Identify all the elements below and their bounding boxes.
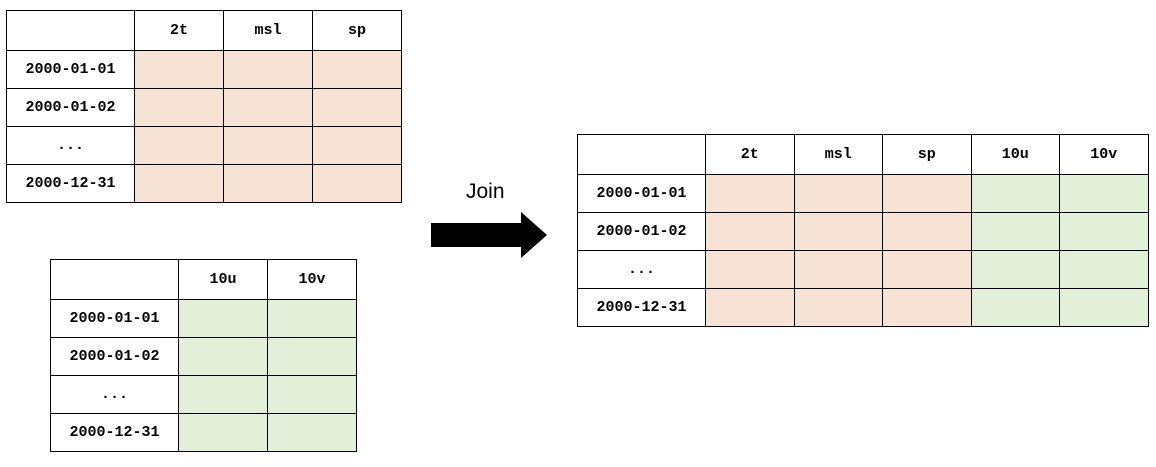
data-cell <box>178 375 268 414</box>
data-cell <box>312 126 402 165</box>
row-label-date: 2000-01-01 <box>50 299 179 338</box>
row-label-date: 2000-12-31 <box>6 164 135 203</box>
column-header-2t: 2t <box>134 10 224 51</box>
data-cell <box>134 164 224 203</box>
data-cell <box>1059 250 1149 289</box>
table-row: 2000-12-31 <box>6 164 402 203</box>
data-cell <box>705 250 795 289</box>
data-cell <box>312 164 402 203</box>
table-row: 2000-01-02 <box>577 212 1149 251</box>
data-cell <box>882 250 972 289</box>
row-label-date: 2000-01-02 <box>6 88 135 127</box>
data-cell <box>267 299 357 338</box>
data-cell <box>134 126 224 165</box>
data-cell <box>312 50 402 89</box>
column-header-sp: sp <box>312 10 402 51</box>
column-header-sp: sp <box>882 134 972 175</box>
header-corner-cell <box>577 134 706 175</box>
join-label: Join <box>466 180 505 203</box>
data-cell <box>793 212 883 251</box>
joined-table: 2t msl sp 10u 10v 2000-01-01 2000-01-02 … <box>577 134 1149 327</box>
data-cell <box>882 212 972 251</box>
column-header-10v: 10v <box>1059 134 1149 175</box>
row-label-date: 2000-01-02 <box>50 337 179 376</box>
data-cell <box>970 250 1060 289</box>
header-corner-cell <box>6 10 135 51</box>
data-cell <box>178 337 268 376</box>
data-cell <box>705 212 795 251</box>
table-row: ... <box>50 375 357 414</box>
data-cell <box>793 174 883 213</box>
row-label-date: 2000-12-31 <box>577 288 706 327</box>
data-cell <box>793 288 883 327</box>
row-label-ellipsis: ... <box>50 375 179 414</box>
data-cell <box>223 50 313 89</box>
table-10u-10v: 10u 10v 2000-01-01 2000-01-02 ... 2000-1… <box>50 259 357 452</box>
right-arrow-icon <box>431 212 547 258</box>
data-cell <box>1059 288 1149 327</box>
table-row: 2000-01-01 <box>6 50 402 89</box>
table-row: 2000-12-31 <box>50 413 357 452</box>
data-cell <box>1059 212 1149 251</box>
data-cell <box>970 212 1060 251</box>
column-header-10v: 10v <box>267 259 357 300</box>
column-header-10u: 10u <box>178 259 268 300</box>
data-cell <box>793 250 883 289</box>
table-row: ... <box>6 126 402 165</box>
data-cell <box>1059 174 1149 213</box>
table-header-row: 2t msl sp 10u 10v <box>577 134 1149 175</box>
header-corner-cell <box>50 259 179 300</box>
column-header-msl: msl <box>793 134 883 175</box>
table-row: 2000-01-01 <box>577 174 1149 213</box>
data-cell <box>223 88 313 127</box>
data-cell <box>705 174 795 213</box>
data-cell <box>970 174 1060 213</box>
data-cell <box>267 337 357 376</box>
data-cell <box>134 88 224 127</box>
data-cell <box>705 288 795 327</box>
table-2t-msl-sp: 2t msl sp 2000-01-01 2000-01-02 ... 2000… <box>6 10 402 203</box>
data-cell <box>970 288 1060 327</box>
row-label-ellipsis: ... <box>6 126 135 165</box>
row-label-date: 2000-01-02 <box>577 212 706 251</box>
table-header-row: 2t msl sp <box>6 10 402 51</box>
data-cell <box>882 174 972 213</box>
data-cell <box>312 88 402 127</box>
row-label-date: 2000-01-01 <box>577 174 706 213</box>
table-row: ... <box>577 250 1149 289</box>
column-header-msl: msl <box>223 10 313 51</box>
data-cell <box>267 375 357 414</box>
table-row: 2000-01-02 <box>50 337 357 376</box>
table-row: 2000-12-31 <box>577 288 1149 327</box>
column-header-2t: 2t <box>705 134 795 175</box>
table-header-row: 10u 10v <box>50 259 357 300</box>
data-cell <box>267 413 357 452</box>
column-header-10u: 10u <box>970 134 1060 175</box>
data-cell <box>134 50 224 89</box>
data-cell <box>223 126 313 165</box>
row-label-ellipsis: ... <box>577 250 706 289</box>
data-cell <box>223 164 313 203</box>
data-cell <box>178 299 268 338</box>
table-row: 2000-01-01 <box>50 299 357 338</box>
row-label-date: 2000-12-31 <box>50 413 179 452</box>
table-row: 2000-01-02 <box>6 88 402 127</box>
row-label-date: 2000-01-01 <box>6 50 135 89</box>
data-cell <box>178 413 268 452</box>
data-cell <box>882 288 972 327</box>
